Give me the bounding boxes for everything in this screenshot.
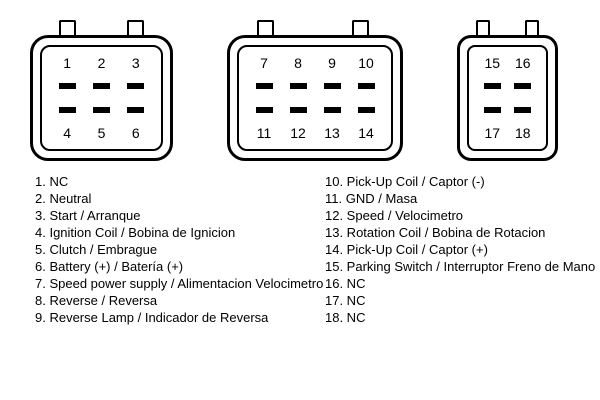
legend-item: 17. NC (325, 293, 366, 308)
connector-tab (59, 20, 76, 39)
connector-tab (127, 20, 144, 39)
pin-contact (514, 83, 532, 90)
connector-tab (352, 20, 369, 39)
pin-number: 1 (63, 54, 72, 71)
pin-number: 6 (131, 125, 140, 142)
legend-item: 3. Start / Arranque (35, 208, 141, 223)
pin-contact (483, 83, 501, 90)
pin-number: 18 (514, 125, 531, 142)
pin-number: 3 (131, 54, 140, 71)
legend-item: 6. Battery (+) / Batería (+) (35, 259, 184, 274)
pin-number: 16 (514, 54, 531, 71)
pin-contact (514, 106, 532, 113)
pin-number: 7 (260, 54, 268, 71)
legend-item: 18. NC (325, 310, 366, 325)
pin-number: 11 (256, 125, 272, 142)
connector-tab (525, 20, 539, 39)
pin-contact (289, 83, 307, 90)
pin-number: 5 (97, 125, 106, 142)
connector-shell: 7 8 9 10 11 12 13 14 (227, 35, 403, 161)
pin-number: 8 (294, 54, 302, 71)
pin-contact (357, 83, 375, 90)
legend-item: 13. Rotation Coil / Bobina de Rotacion (325, 225, 546, 240)
pin-contact (255, 83, 273, 90)
pin-contact (483, 106, 501, 113)
pin-number: 9 (328, 54, 336, 71)
pin-contact (58, 83, 76, 90)
pin-grid: 7 8 9 10 11 12 13 14 (239, 47, 391, 149)
legend-column-right: 10. Pick-Up Coil / Captor (-) 11. GND / … (325, 173, 595, 326)
legend-item: 4. Ignition Coil / Bobina de Ignicion (35, 225, 236, 240)
pin-number: 14 (358, 125, 374, 142)
connector-tab (257, 20, 274, 39)
pin-contact (323, 106, 341, 113)
legend-item: 16. NC (325, 276, 366, 291)
legend-item: 7. Speed power supply / Alimentacion Vel… (35, 276, 324, 291)
pin-grid: 15 16 17 18 (469, 47, 546, 149)
legend-item: 8. Reverse / Reversa (35, 293, 158, 308)
pin-number: 10 (358, 54, 374, 71)
connector-inner-housing: 15 16 17 18 (467, 45, 548, 151)
legend-item: 15. Parking Switch / Interruptor Freno d… (325, 259, 596, 274)
pin-contact (255, 106, 273, 113)
pin-contact (323, 83, 341, 90)
legend-item: 9. Reverse Lamp / Indicador de Reversa (35, 310, 269, 325)
connector-shell: 15 16 17 18 (457, 35, 558, 161)
connector-6pin: 1 2 3 4 5 6 (30, 20, 173, 161)
connector-shell: 1 2 3 4 5 6 (30, 35, 173, 161)
legend-item: 10. Pick-Up Coil / Captor (-) (325, 174, 485, 189)
legend-item: 2. Neutral (35, 191, 92, 206)
pin-contact (289, 106, 307, 113)
connector-inner-housing: 7 8 9 10 11 12 13 14 (237, 45, 393, 151)
legend-column-left: 1. NC 2. Neutral 3. Start / Arranque 4. … (35, 173, 323, 326)
pin-contact (127, 106, 145, 113)
legend-item: 12. Speed / Velocimetro (325, 208, 464, 223)
connector-8pin: 7 8 9 10 11 12 13 14 (227, 20, 403, 161)
pin-number: 17 (484, 125, 501, 142)
connector-tab (476, 20, 490, 39)
pin-contact (92, 106, 110, 113)
pin-number: 15 (484, 54, 501, 71)
pin-contact (357, 106, 375, 113)
pin-number: 13 (324, 125, 340, 142)
pin-number: 4 (63, 125, 72, 142)
pin-contact (127, 83, 145, 90)
legend-item: 14. Pick-Up Coil / Captor (+) (325, 242, 488, 257)
legend-item: 5. Clutch / Embrague (35, 242, 158, 257)
connector-4pin: 15 16 17 18 (457, 20, 558, 161)
pin-grid: 1 2 3 4 5 6 (42, 47, 161, 149)
pin-number: 2 (97, 54, 106, 71)
connector-inner-housing: 1 2 3 4 5 6 (40, 45, 163, 151)
pin-contact (58, 106, 76, 113)
legend-item: 1. NC (35, 174, 69, 189)
pin-contact (92, 83, 110, 90)
pin-number: 12 (290, 125, 306, 142)
legend-item: 11. GND / Masa (325, 191, 418, 206)
